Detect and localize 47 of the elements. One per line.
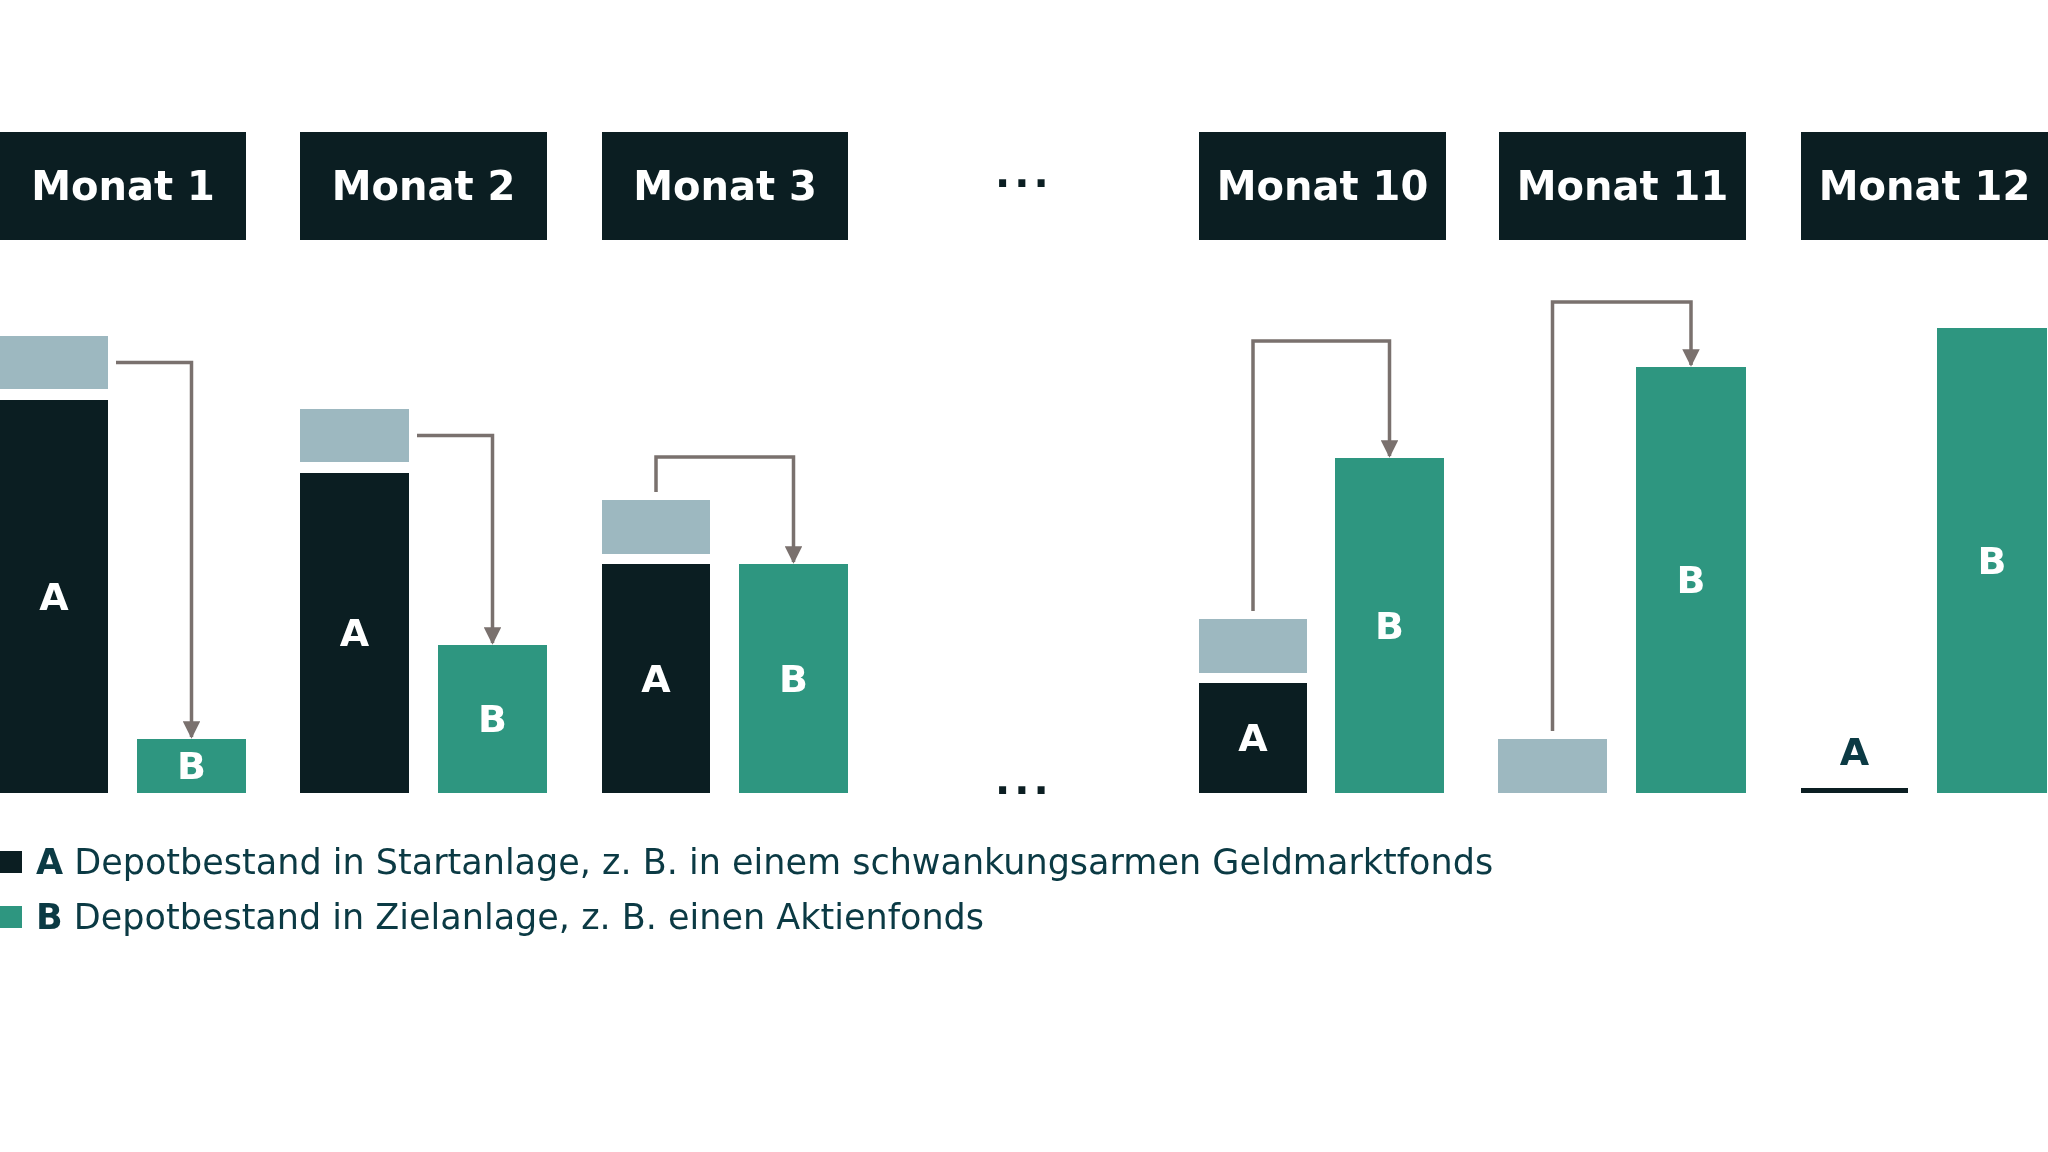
bar-label: B: [177, 744, 206, 788]
bar-label: B: [1977, 538, 2007, 583]
transfer-block: [1199, 619, 1307, 673]
month-header: [1199, 132, 1446, 240]
bar-label: B: [478, 697, 507, 741]
transfer-block: [300, 409, 409, 462]
bar-label: A: [641, 656, 671, 701]
start-fund-bar: [300, 473, 409, 793]
start-fund-bar: [0, 400, 108, 793]
target-fund-bar: [1335, 458, 1444, 793]
month-label: Monat 12: [1818, 163, 2031, 209]
month-label: Monat 2: [331, 163, 516, 209]
bar-label: B: [1676, 558, 1706, 602]
month-label: Monat 10: [1216, 163, 1429, 209]
month-label: Monat 3: [633, 163, 817, 209]
arrow: [1251, 339, 1399, 611]
ellipsis: ...: [995, 757, 1053, 803]
legend-text: A Depotbestand in Startanlage, z. B. in einem schwankungsarmen Geldmarktfonds: [36, 842, 1494, 882]
arrow: [417, 433, 502, 645]
arrow: [116, 360, 201, 739]
transfer-block: [0, 336, 108, 389]
bar-label: B: [1375, 603, 1404, 648]
month-header: [300, 132, 547, 240]
transfer-block: [1498, 739, 1607, 793]
arrow: [654, 455, 803, 564]
bar-label: A: [39, 574, 69, 619]
bar-label: B: [779, 656, 808, 701]
month-header: [1499, 132, 1746, 240]
ellipsis: ...: [995, 150, 1053, 196]
month-label: Monat 1: [31, 163, 215, 209]
month-header: [1801, 132, 2048, 240]
target-fund-bar: [739, 564, 848, 793]
bar-label: A: [339, 611, 370, 655]
start-fund-bar: [1199, 683, 1307, 793]
bar-label: A: [1238, 716, 1268, 760]
target-fund-bar: [1636, 367, 1746, 793]
target-fund-bar: [137, 739, 246, 793]
legend-text: B Depotbestand in Zielanlage, z. B. einen Aktienfonds: [36, 897, 985, 937]
arrow: [1550, 300, 1700, 731]
target-fund-bar: [1937, 328, 2047, 793]
month-header: [602, 132, 848, 240]
transfer-block: [602, 500, 710, 554]
month-label: Monat 11: [1516, 163, 1729, 209]
bar-label: A: [1839, 730, 1870, 774]
target-fund-bar: [438, 645, 547, 793]
month-header: [0, 132, 246, 240]
start-fund-bar: [602, 564, 710, 793]
